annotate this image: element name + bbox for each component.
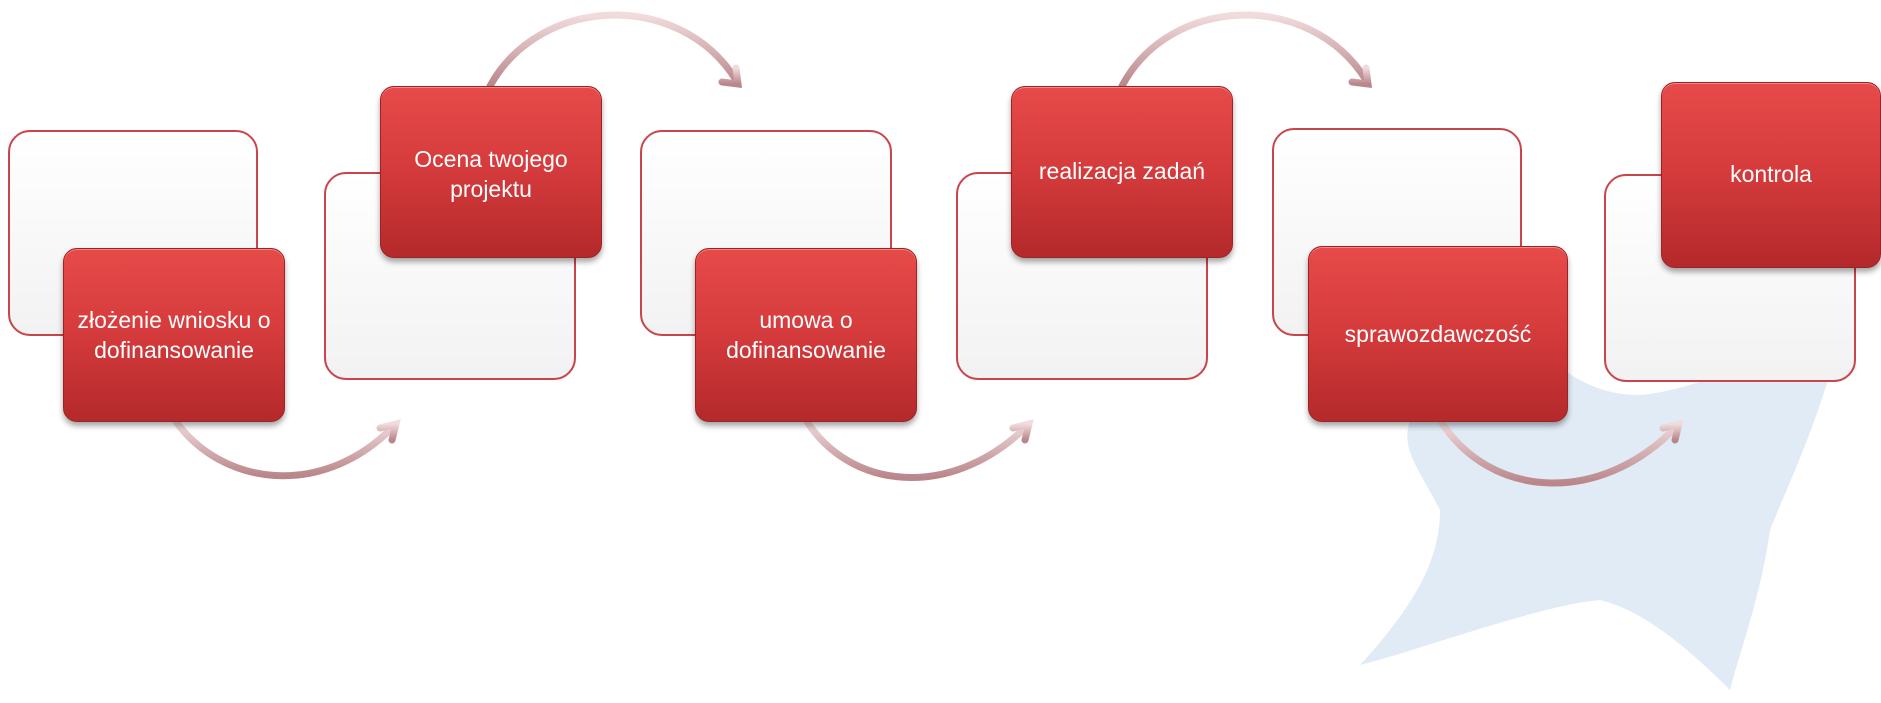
step-6-box: kontrola [1661, 82, 1881, 268]
step-3-box: umowa o dofinansowanie [695, 248, 917, 422]
arrow-3-to-4 [802, 416, 1034, 481]
step-2-box: Ocena twojego projektu [380, 86, 602, 258]
arrow-5-to-6 [1436, 416, 1684, 487]
step-6-label: kontrola [1730, 161, 1812, 187]
step-4-box: realizacja zadań [1011, 86, 1233, 258]
step-5-box: sprawozdawczość [1308, 246, 1568, 422]
step-2-label: Ocena twojego projektu [414, 146, 568, 202]
step-5-label: sprawozdawczość [1344, 321, 1532, 347]
arrow-4-to-5 [1118, 11, 1373, 90]
step-1-label: złożenie wniosku o dofinansowanie [77, 307, 271, 363]
arrow-2-to-3 [486, 11, 743, 90]
arrow-1-to-2 [171, 416, 401, 480]
step-4-label: realizacja zadań [1038, 158, 1206, 184]
step-1-box: złożenie wniosku o dofinansowanie [63, 248, 285, 422]
step-3-label: umowa o dofinansowanie [726, 307, 886, 363]
